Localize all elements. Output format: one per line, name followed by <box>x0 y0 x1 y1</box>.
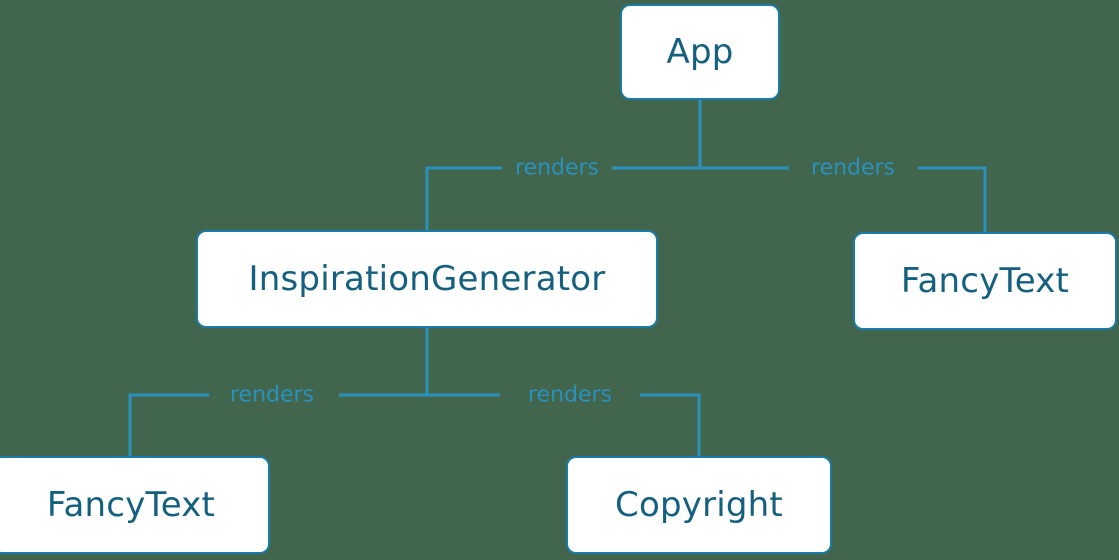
node-inspirationgenerator-label: InspirationGenerator <box>248 259 606 299</box>
edge-label-inspirationgenerator-fancytext-left: renders <box>230 383 314 408</box>
edge-label-inspirationgenerator-copyright: renders <box>528 383 612 408</box>
node-fancytext-right-label: FancyText <box>900 261 1070 301</box>
edge-label-text: renders <box>514 155 600 181</box>
node-copyright-label: Copyright <box>615 485 783 525</box>
edge-app-to-fancytext-right <box>700 166 987 232</box>
node-app-label: App <box>666 32 734 72</box>
node-copyright[interactable]: Copyright <box>566 456 832 554</box>
edge-inspirationgenerator-to-copyright <box>427 393 701 456</box>
node-inspirationgenerator[interactable]: InspirationGenerator <box>196 230 658 328</box>
edge-label-app-fancytext-right: renders <box>811 156 895 181</box>
node-app[interactable]: App <box>620 4 780 100</box>
edge-label-app-inspirationgenerator: renders <box>515 156 599 181</box>
edge-label-text: renders <box>527 382 613 408</box>
node-fancytext-left-label: FancyText <box>46 485 216 525</box>
node-fancytext-left[interactable]: FancyText <box>0 456 270 554</box>
node-fancytext-right[interactable]: FancyText <box>853 232 1117 330</box>
edge-label-text: renders <box>229 382 315 408</box>
edge-label-text: renders <box>810 155 896 181</box>
